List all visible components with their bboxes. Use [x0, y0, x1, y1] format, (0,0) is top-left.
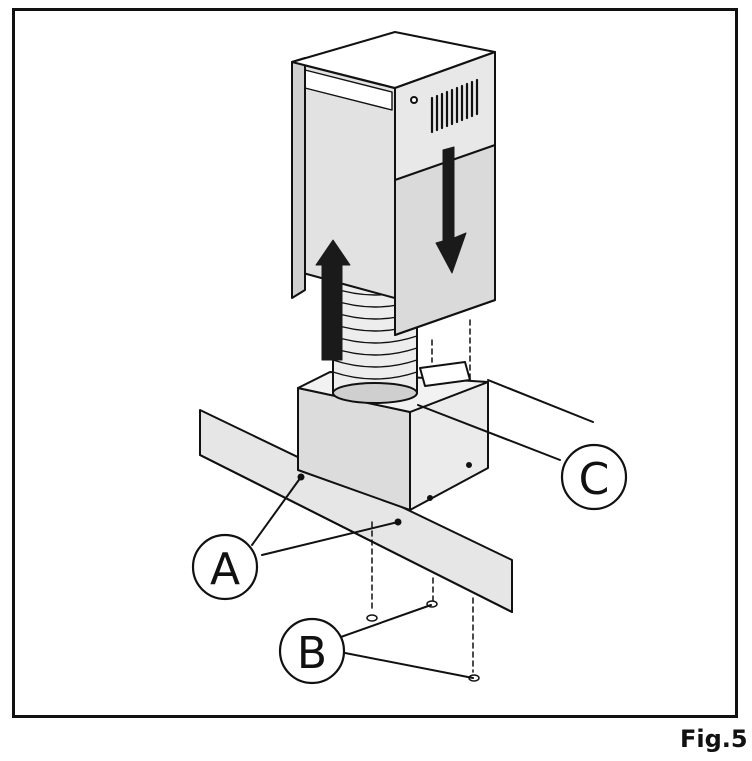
callout-b-label: B: [297, 628, 327, 679]
leader-lines: [251, 404, 561, 679]
alignment-guides: [371, 319, 474, 673]
up-arrow: [315, 239, 351, 361]
callout-a: A: [191, 533, 259, 601]
figure-frame: [12, 8, 738, 718]
callout-c: C: [560, 443, 628, 511]
callout-a-label: A: [210, 544, 240, 595]
ceiling-edge-line: [487, 379, 594, 423]
callout-b: B: [278, 617, 346, 685]
callout-c-label: C: [579, 454, 610, 505]
figure-caption: Fig.5: [680, 725, 748, 753]
down-arrow: [435, 146, 467, 274]
